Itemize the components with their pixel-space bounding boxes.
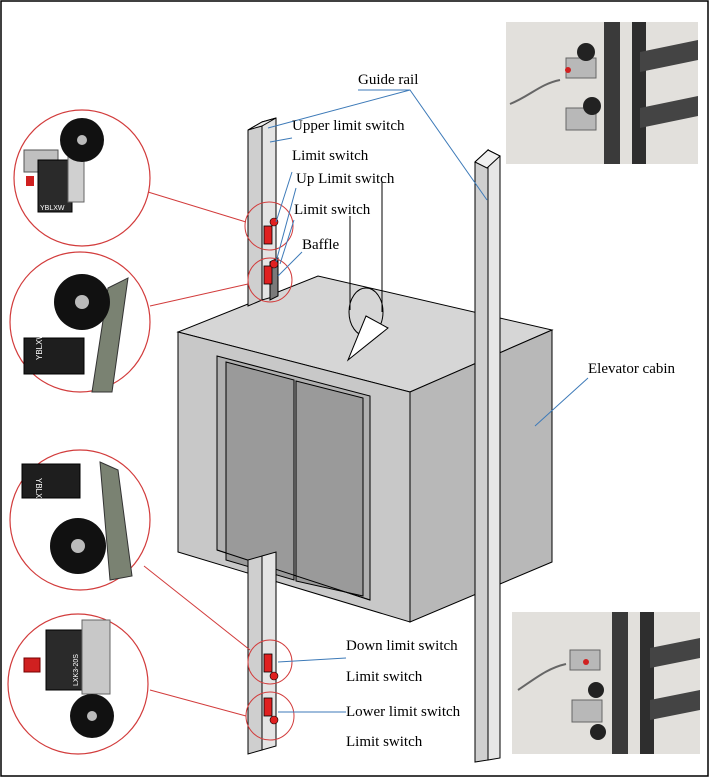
zoom-2-baffle — [91, 277, 129, 393]
leader-baffle — [277, 251, 303, 277]
photo-2-bracket-upper — [650, 638, 700, 668]
left-guide-rail — [247, 117, 277, 755]
label-limit-switch-1: Limit switch — [292, 148, 369, 164]
label-upper-limit-switch: Upper limit switch — [292, 118, 405, 134]
zoom-circle-2: YBLXW — [9, 251, 151, 393]
left-rail-upper-web — [247, 121, 263, 307]
photo-1-wheel-1 — [577, 43, 595, 61]
connector-2 — [149, 283, 249, 307]
zoom-3-hub — [71, 539, 85, 553]
leader-up-limit — [275, 187, 297, 263]
down-limit-switch-roller — [269, 671, 279, 681]
photo-2-background — [512, 612, 700, 754]
right-guide-rail — [474, 148, 501, 763]
photo-2-rail-dark — [612, 612, 628, 754]
leader-limit-1 — [275, 171, 293, 223]
photo-2-rail — [640, 612, 654, 754]
down-limit-switch-body — [263, 653, 273, 673]
label-guide-rail: Guide rail — [358, 72, 419, 88]
label-elevator-cabin: Elevator cabin — [588, 361, 676, 377]
photo-1-rail-dark — [604, 22, 620, 164]
callout-ring-3 — [247, 639, 293, 685]
leader-limit-2 — [279, 219, 295, 265]
photo-2-cable — [517, 663, 567, 691]
zoom-2-marking: YBLXW — [35, 332, 44, 360]
left-rail-lower-web — [247, 555, 263, 755]
upper-limit-switch-roller — [269, 217, 279, 227]
label-limit-switch-3: Limit switch — [346, 669, 423, 685]
photo-2-red-led — [583, 659, 589, 665]
zoom-circle-4: LXK3-20S — [7, 613, 149, 755]
label-limit-switch-4: Limit switch — [346, 734, 423, 750]
connector-3 — [143, 565, 251, 651]
label-down-limit-switch: Down limit switch — [346, 638, 458, 654]
zoom-1-red-button — [26, 176, 34, 186]
photo-bottom-right — [512, 612, 700, 754]
photo-1-cable — [509, 79, 561, 105]
zoom-3-marking: YBLXW — [34, 478, 43, 506]
label-lower-limit-switch: Lower limit switch — [346, 704, 461, 720]
hitch-bracket — [346, 315, 389, 362]
door-right-panel — [295, 380, 364, 597]
photo-1-background — [506, 22, 698, 164]
zoom-3-switch-body — [21, 463, 81, 499]
photo-1-bracket-lower — [640, 96, 698, 128]
lower-switches — [263, 653, 279, 725]
right-rail-cap — [474, 149, 501, 169]
photo-1-bracket-upper — [640, 40, 698, 72]
photo-1-red-led — [565, 67, 571, 73]
right-rail-web — [474, 148, 489, 763]
left-rail-cap — [247, 117, 277, 131]
leader-lines — [267, 89, 589, 713]
connector-1 — [147, 191, 247, 223]
traction-detail — [346, 182, 389, 362]
zoom-4-red-button — [23, 657, 41, 673]
photo-1-rail — [632, 22, 646, 164]
leader-upper-limit — [269, 137, 293, 143]
leader-guide-rail-left — [267, 89, 411, 129]
photo-2-wheel-1 — [588, 682, 604, 698]
door-left-panel — [225, 361, 295, 581]
upper-limit-switch-body — [263, 225, 273, 245]
zoom-2-switch-body — [23, 337, 85, 375]
label-up-limit-switch: Up Limit switch — [296, 171, 395, 187]
zoom-3-baffle — [99, 461, 133, 581]
right-rail-face — [487, 149, 501, 761]
lower-limit-switch-roller — [269, 715, 279, 725]
door-sill — [216, 549, 371, 601]
photo-2-switch-bottom — [571, 699, 603, 723]
callout-ring-1 — [244, 201, 294, 251]
leader-down-limit — [277, 657, 347, 663]
zoom-1-hub — [77, 135, 87, 145]
photo-1-switch-top — [565, 57, 597, 79]
zoom-connectors — [143, 191, 251, 717]
photo-top-right — [506, 22, 698, 164]
zoom-1-marking: YBLXW — [40, 205, 65, 212]
connector-4 — [149, 689, 247, 717]
photo-1-wheel-2 — [583, 97, 601, 115]
up-limit-switch-body — [263, 265, 273, 285]
zoom-4-marking: LXK3-20S — [73, 654, 80, 686]
leader-cabin — [534, 377, 589, 427]
zoom-4-hub — [87, 711, 97, 721]
callout-ring-2 — [247, 257, 293, 303]
zoom-circle-1 — [13, 109, 151, 247]
zoom-circle-3: YBLXW — [9, 449, 151, 591]
photo-2-bracket-lower — [650, 690, 700, 720]
zoom-4-bracket — [81, 619, 111, 695]
lower-limit-switch-body — [263, 697, 273, 717]
up-limit-switch-roller — [269, 259, 279, 269]
zoom-2-hub — [75, 295, 89, 309]
label-limit-switch-2: Limit switch — [294, 202, 371, 218]
photo-2-wheel-2 — [590, 724, 606, 740]
label-baffle: Baffle — [302, 237, 340, 253]
